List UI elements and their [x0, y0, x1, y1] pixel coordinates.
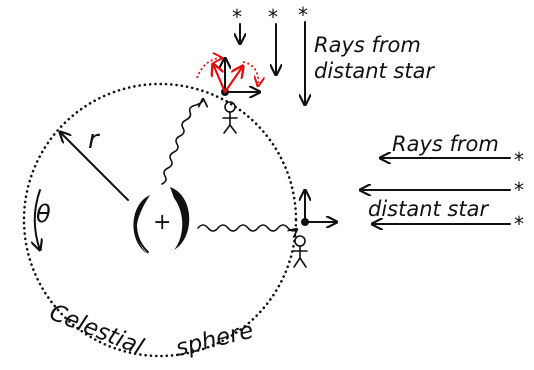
right-star-2-icon: *: [514, 178, 524, 202]
right-observer-frame: [301, 190, 337, 226]
top-observer-figure-icon: [222, 101, 238, 134]
theta-arrow: [35, 189, 40, 250]
sphere-label-word1: Celestial: [46, 299, 148, 360]
top-star-2-icon: *: [268, 5, 278, 29]
celestial-sphere-circle: [22, 82, 298, 358]
right-star-3-icon: *: [514, 212, 524, 236]
rays-right-label-line2: distant star: [368, 197, 489, 221]
wavy-light-ray-right: [197, 224, 297, 231]
wavy-light-ray-top: [161, 99, 203, 185]
theta-label: θ: [36, 200, 51, 228]
right-star-1-icon: *: [514, 148, 524, 172]
rays-top-label-line1: Rays from: [314, 33, 421, 57]
top-star-1-icon: *: [232, 5, 242, 29]
sphere-label-word2: sphere: [173, 318, 256, 362]
rays-top-label-line2: distant star: [314, 59, 435, 83]
top-observer-frame: [196, 58, 260, 96]
radius-arrow: [60, 132, 129, 201]
radius-label: r: [88, 125, 101, 155]
central-mass-icon: [133, 187, 190, 255]
rays-right-label-line1: Rays from: [392, 132, 499, 156]
right-observer-figure-icon: [292, 235, 308, 268]
center-plus-label: +: [153, 210, 171, 235]
top-star-3-icon: *: [298, 3, 308, 27]
